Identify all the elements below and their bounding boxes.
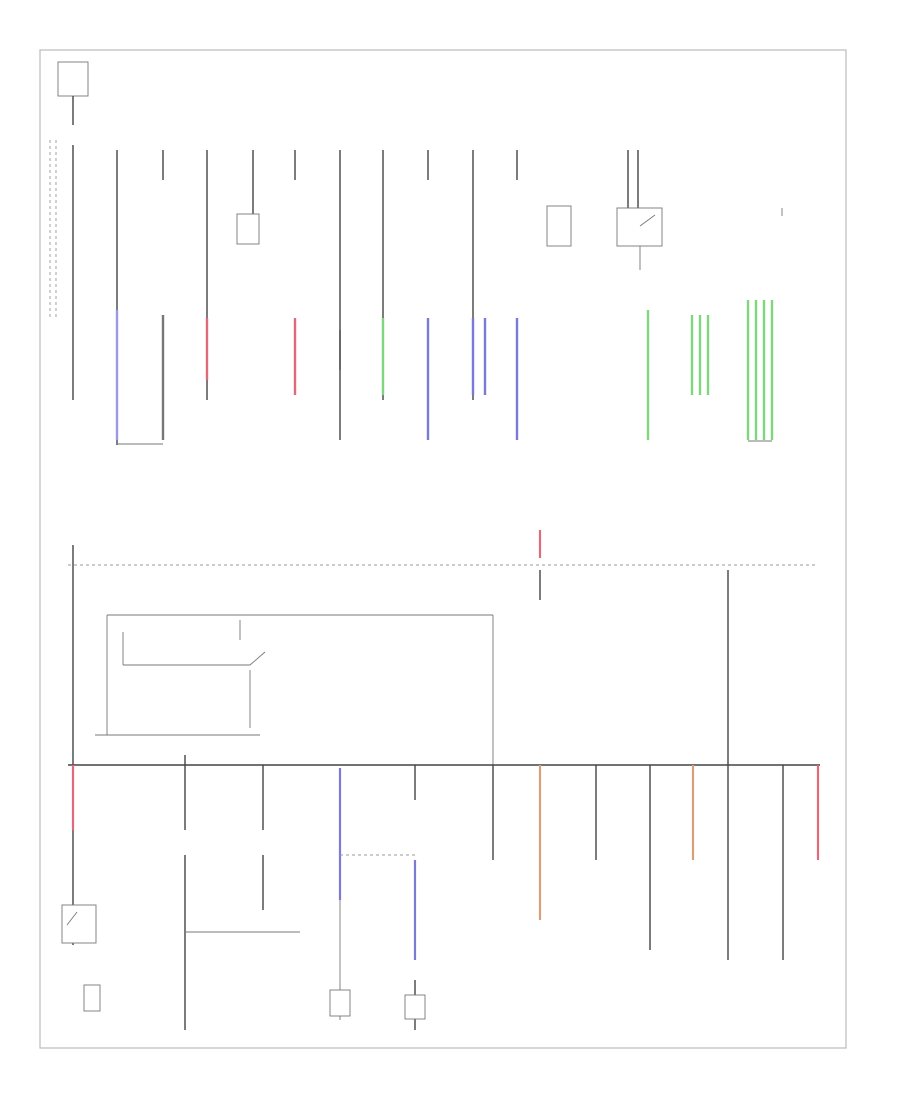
- bottom-components: [83, 984, 426, 1020]
- middle-feeds: [72, 530, 729, 765]
- top-fuse-row: [72, 145, 639, 445]
- diagram-frame: [39, 49, 847, 1049]
- top-relay-boxes: [236, 205, 783, 270]
- relay-subcircuit: [95, 614, 494, 765]
- lower-branches: [61, 755, 820, 1030]
- top-left-source: [49, 61, 89, 320]
- colored-wire-row: [115, 300, 774, 445]
